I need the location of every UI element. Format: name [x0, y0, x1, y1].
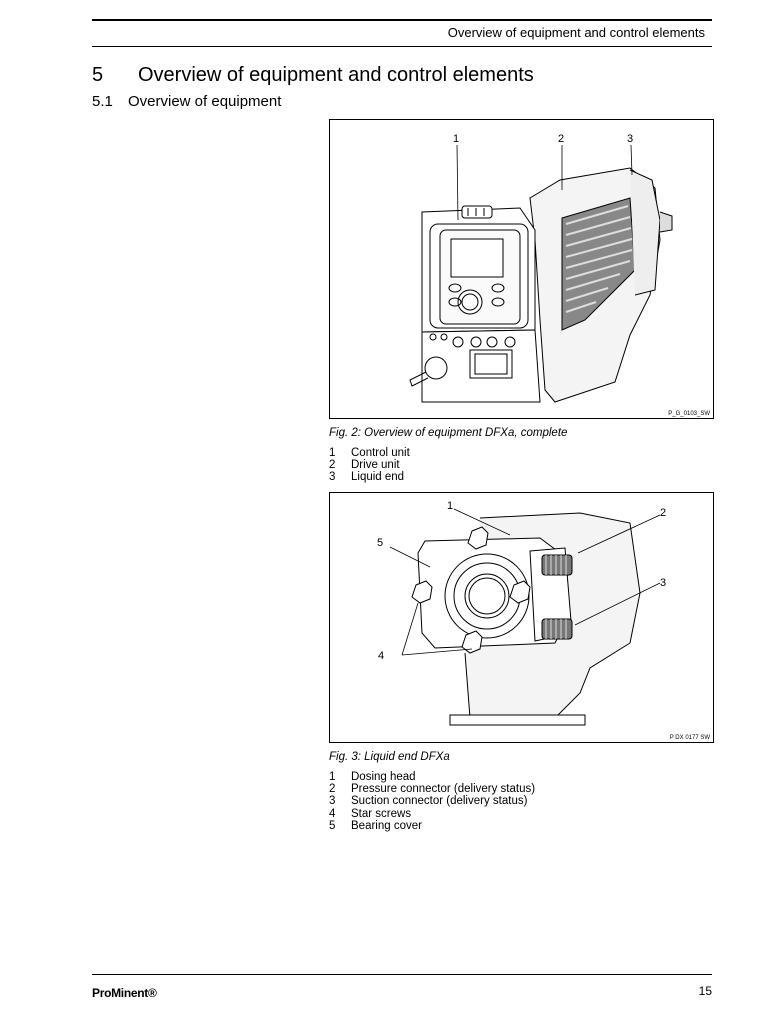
- pump-drawing: 1 2 3 P_G_0103_SW: [409, 133, 710, 417]
- fig3-callout-2: 2: [660, 507, 666, 519]
- subsection-title: Overview of equipment: [128, 93, 282, 110]
- footer-rule: [92, 974, 712, 975]
- prominent-logo: ProMinent®: [92, 986, 157, 1000]
- header-bottom-rule: [92, 46, 712, 47]
- liquid-end-drawing: 1 2 3 4 5 P DX 0177 SW: [377, 500, 711, 741]
- fig3-image-code: P DX 0177 SW: [670, 735, 711, 741]
- fig2-callout-3: 3: [627, 133, 633, 145]
- figure-3-frame: 1 2 3 4 5 P DX 0177 SW: [329, 492, 714, 743]
- fig2-caption: Fig. 2: Overview of equipment DFXa, comp…: [329, 427, 568, 439]
- fig3-caption: Fig. 3: Liquid end DFXa: [329, 751, 450, 763]
- fig2-image-code: P_G_0103_SW: [668, 411, 710, 417]
- section-number: 5: [92, 64, 104, 86]
- fig3-callout-1: 1: [447, 500, 453, 512]
- figure-2-frame: 1 2 3 P_G_0103_SW: [329, 119, 714, 419]
- section-heading: 5 Overview of equipment and control eleme…: [92, 64, 534, 87]
- running-header-title: Overview of equipment and control elemen…: [447, 25, 705, 40]
- fig3-callout-3: 3: [660, 577, 666, 589]
- subsection-heading: 5.1 Overview of equipment: [92, 93, 281, 110]
- fig3-callout-5: 5: [377, 537, 383, 549]
- header-top-rule: [92, 19, 712, 21]
- section-title: Overview of equipment and control elemen…: [138, 64, 534, 86]
- fig3-callout-4: 4: [378, 650, 384, 662]
- fig2-callout-2: 2: [558, 133, 564, 145]
- fig2-callout-1: 1: [453, 133, 459, 145]
- subsection-number: 5.1: [92, 93, 113, 110]
- page-number: 15: [698, 984, 712, 998]
